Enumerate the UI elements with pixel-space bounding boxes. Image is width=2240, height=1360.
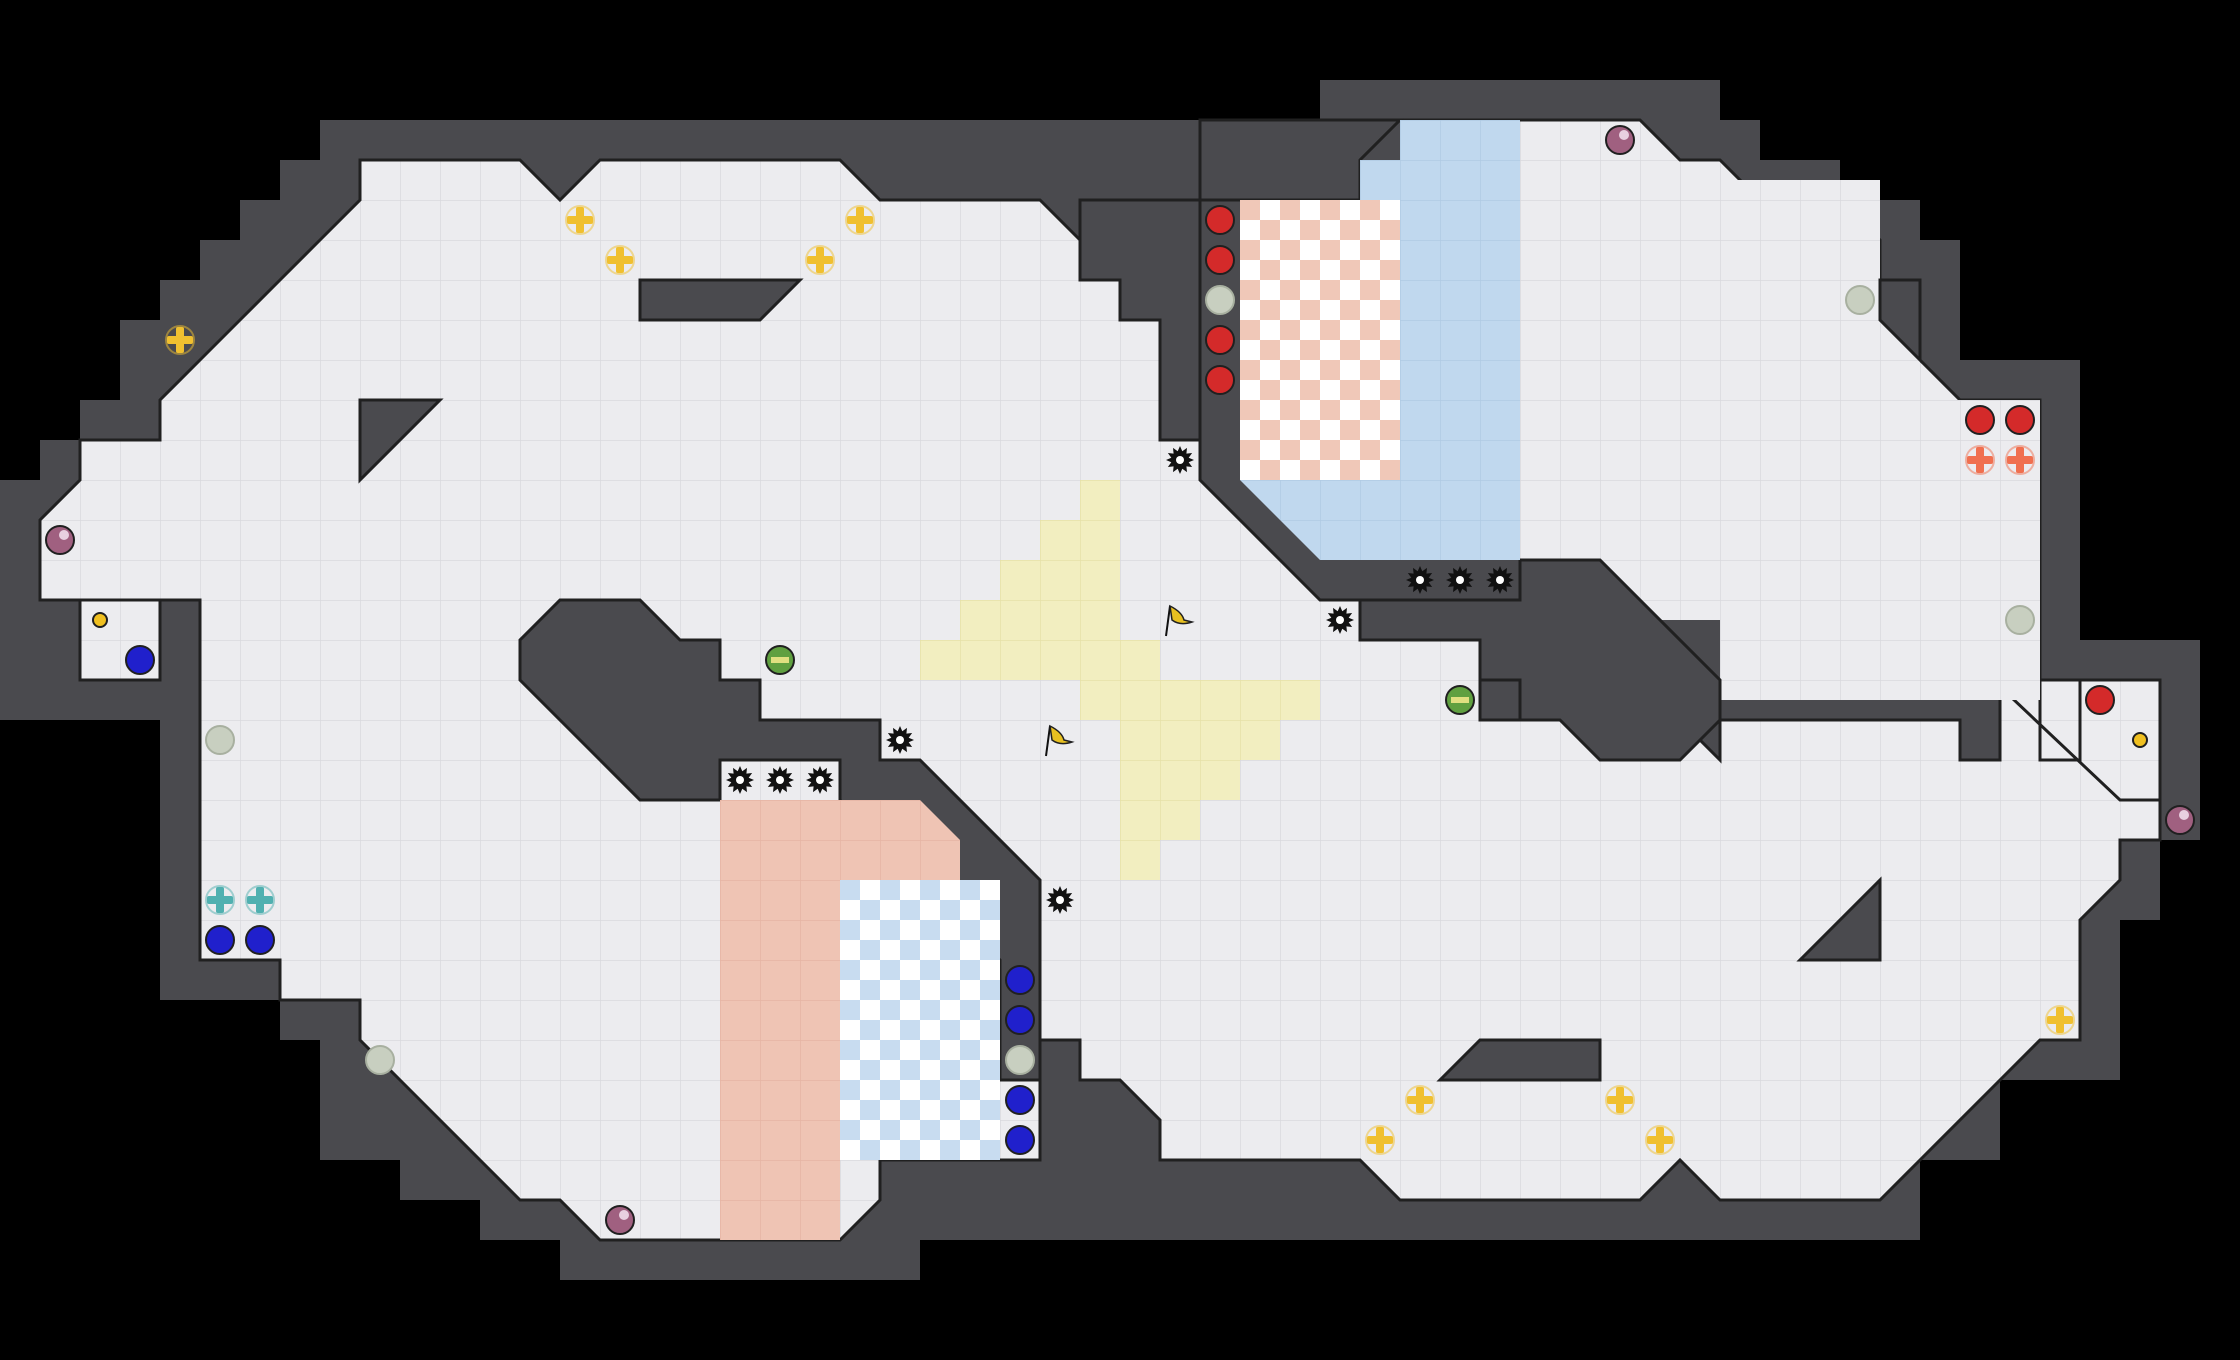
boost-icon [845, 205, 875, 235]
portal-icon [2165, 805, 2195, 835]
boost-icon [1365, 1125, 1395, 1155]
red-ball-icon [2085, 685, 2115, 715]
portal-icon [45, 525, 75, 555]
boost-icon [205, 885, 235, 915]
spike-icon [1406, 566, 1434, 594]
entities [45, 125, 2195, 1235]
red-ball-icon [1205, 245, 1235, 275]
spike-icon [766, 766, 794, 794]
blue-ball-icon [245, 925, 275, 955]
boost-icon [565, 205, 595, 235]
wall-right-triangle [1796, 876, 1882, 962]
red-ball-icon [2005, 405, 2035, 435]
boost-icon [1645, 1125, 1675, 1155]
bomb-icon [1445, 685, 1475, 715]
wall-bottom-bar [1436, 1038, 1602, 1082]
spike-icon [1046, 886, 1074, 914]
portal-icon [1605, 125, 1635, 155]
empty-tile-icon [2005, 605, 2035, 635]
boost-icon [1405, 1085, 1435, 1115]
red-zone [1240, 120, 1520, 560]
empty-tile-icon [365, 1045, 395, 1075]
blue-ball-icon [125, 645, 155, 675]
blue-ball-icon [1005, 1005, 1035, 1035]
empty-tile-icon [205, 725, 235, 755]
portal-icon [605, 1205, 635, 1235]
boost-icon [605, 245, 635, 275]
bomb-icon [765, 645, 795, 675]
spike-icon [806, 766, 834, 794]
button-icon [2132, 732, 2148, 748]
spike-icon [726, 766, 754, 794]
wall-left-triangle [358, 398, 444, 484]
boost-icon [165, 325, 195, 355]
neutral-zone [920, 480, 1320, 880]
spike-icon [1166, 446, 1194, 474]
wall-top-mid [1078, 198, 1202, 442]
spike-icon [1326, 606, 1354, 634]
red-ball-icon [1205, 325, 1235, 355]
blue-ball-icon [1005, 1125, 1035, 1155]
boost-icon [2045, 1005, 2075, 1035]
blue-zone [720, 800, 1000, 1240]
button-icon [92, 612, 108, 628]
red-ball-icon [1205, 205, 1235, 235]
flag-icon [1045, 724, 1075, 757]
empty-tile-icon [1005, 1045, 1035, 1075]
blue-ball-icon [1005, 1085, 1035, 1115]
spike-icon [1446, 566, 1474, 594]
inner-walls [78, 118, 1922, 1082]
empty-tile-icon [1205, 285, 1235, 315]
flag-icon [1165, 604, 1195, 637]
boost-icon [1965, 445, 1995, 475]
wall-top-bar [638, 278, 804, 322]
wall-right-hex [1358, 558, 1722, 762]
boost-icon [245, 885, 275, 915]
blue-ball-icon [1005, 965, 1035, 995]
red-ball-icon [1205, 365, 1235, 395]
spike-icon [886, 726, 914, 754]
boost-icon [1605, 1085, 1635, 1115]
red-ball-icon [1965, 405, 1995, 435]
blue-ball-icon [205, 925, 235, 955]
boost-icon [805, 245, 835, 275]
wall-right-notch [1878, 278, 1922, 364]
spike-icon [1486, 566, 1514, 594]
empty-tile-icon [1845, 285, 1875, 315]
boost-icon [2005, 445, 2035, 475]
